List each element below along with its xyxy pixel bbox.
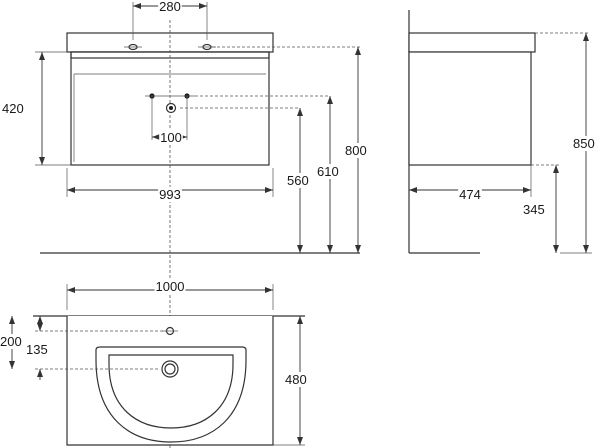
label-backing: [159, 130, 183, 145]
label-backing: [158, 0, 182, 14]
label-backing: [572, 136, 596, 151]
dimension-label-1000: 1000: [156, 279, 185, 294]
label-backing: [284, 372, 308, 387]
label-backing: [316, 164, 340, 179]
dimension-label-800: 800: [345, 143, 367, 158]
dimension-label-135: 135: [26, 342, 48, 357]
dimension-label-420: 420: [2, 101, 24, 116]
dimension-label-280: 280: [159, 0, 181, 14]
tap-hole-left: [124, 43, 142, 51]
drain-center: [169, 106, 173, 110]
dimension-label-610: 610: [317, 164, 339, 179]
side-view: 474 345 850: [408, 10, 596, 254]
label-backing: [522, 202, 546, 217]
top-drain-inner: [164, 363, 176, 375]
dimension-label-560: 560: [287, 173, 309, 188]
dimension-label-200: 200: [0, 334, 22, 349]
label-backing: [286, 173, 310, 188]
dimension-label-474: 474: [459, 187, 481, 202]
dimension-label-480: 480: [285, 372, 307, 387]
dimension-label-100: 100: [160, 130, 182, 145]
label-backing: [154, 279, 186, 294]
top-drain-outer: [161, 360, 179, 378]
side-cabinet: [408, 51, 532, 166]
label-backing: [344, 143, 368, 158]
label-backing: [158, 187, 182, 202]
label-backing: [1, 101, 25, 116]
dimension-label-850: 850: [573, 136, 595, 151]
dimension-label-993: 993: [159, 187, 181, 202]
top-view: 1000 200 135 480: [0, 279, 308, 446]
basin-bowl-outer: [95, 346, 247, 443]
top-basin-outline: [66, 316, 274, 446]
label-backing: [25, 342, 49, 357]
front-view: 280 100 420 993 560 610 800: [1, 0, 368, 448]
side-basin-top: [408, 32, 536, 53]
label-backing: [458, 187, 482, 202]
label-backing: [0, 334, 23, 349]
dimension-label-345: 345: [523, 202, 545, 217]
basin-bowl-inner: [108, 354, 234, 429]
